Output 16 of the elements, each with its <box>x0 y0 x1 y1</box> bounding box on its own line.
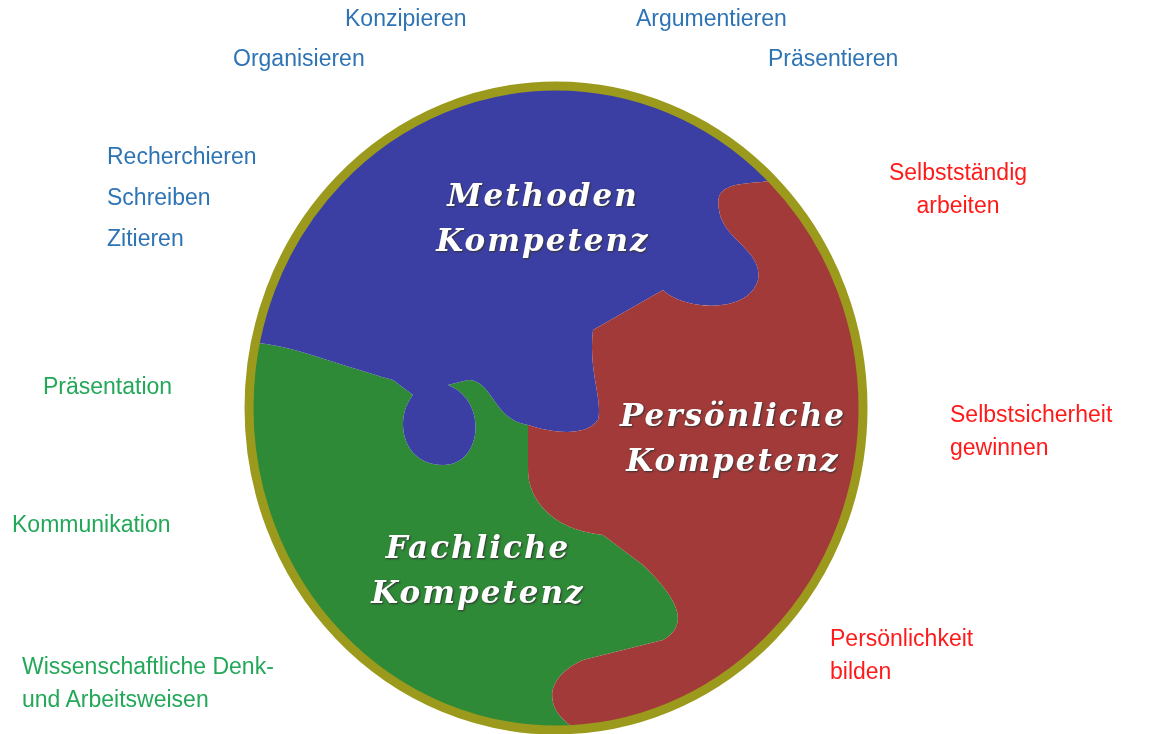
skill-label: Selbstsicherheit gewinnen <box>950 400 1114 463</box>
skill-label: Konzipieren <box>345 4 467 33</box>
piece-title: Persönliche Kompetenz <box>618 395 847 480</box>
skill-label: Schreiben <box>107 183 211 212</box>
skill-label: Präsentation <box>43 372 173 401</box>
skill-label: Kommunikation <box>12 510 171 539</box>
skill-label: Argumentieren <box>636 4 787 33</box>
skill-label: Präsentieren <box>768 44 899 73</box>
piece-title: Methoden Kompetenz <box>434 175 651 260</box>
skill-label: Organisieren <box>233 44 365 73</box>
skill-label: Zitieren <box>107 224 184 253</box>
skill-label: Persönlichkeit bilden <box>830 624 975 687</box>
skill-label: Selbstständig arbeiten <box>887 158 1029 221</box>
piece-title: Fachliche Kompetenz <box>369 527 586 612</box>
skill-label: Recherchieren <box>107 142 257 171</box>
skill-label: Wissenschaftliche Denk- und Arbeitsweisen <box>22 652 275 715</box>
